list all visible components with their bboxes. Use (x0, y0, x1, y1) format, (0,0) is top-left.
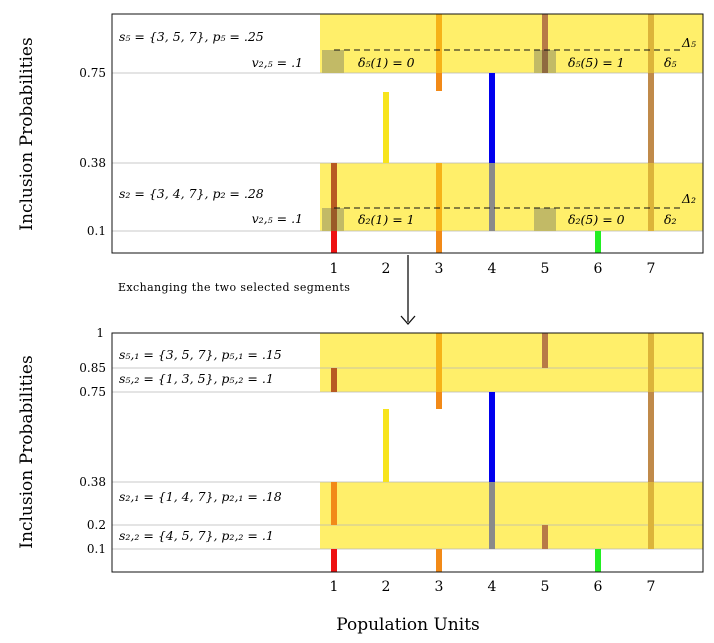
top-xtick-6: 6 (594, 261, 603, 277)
bottom-ytick-1: 1 (96, 326, 104, 340)
top-unit2-bar (383, 92, 389, 163)
bottom-unit7-bar-s5 (648, 333, 654, 392)
top-xtick-3: 3 (435, 261, 444, 277)
top-panel: 0.75 0.38 0.1 s₅ = {3, 5, 7}, p₅ = .25 v… (17, 13, 704, 277)
bottom-band-s2 (320, 482, 703, 549)
bottom-unit1-bar-low (331, 549, 337, 572)
bottom-unit7-bar-s2 (648, 482, 654, 549)
top-v-upper: v₂,₅ = .1 (252, 55, 303, 70)
bottom-xtick-1: 1 (330, 579, 339, 595)
top-delta5-tag: δ₅ (664, 55, 677, 70)
bottom-ytick-01: 0.1 (87, 542, 106, 556)
top-unit3-bar-s5 (436, 14, 442, 73)
top-unit5-overlay-s5 (542, 50, 548, 73)
bottom-unit3-bar-s5 (436, 333, 442, 392)
top-delta5-1: δ₅(1) = 0 (358, 55, 415, 70)
top-unit3-bar-low (436, 231, 442, 253)
top-s2-label: s₂ = {3, 4, 7}, p₂ = .28 (119, 186, 264, 201)
bottom-unit1-bar-s52 (331, 368, 337, 392)
bottom-unit1-bar-s21 (331, 482, 337, 525)
top-unit3-bar-s2 (436, 163, 442, 231)
top-delta2-1: δ₂(1) = 1 (358, 212, 415, 227)
bottom-ytick-085: 0.85 (79, 361, 106, 375)
bottom-ytick-02: 0.2 (87, 518, 106, 532)
top-unit1-bar-upper (331, 163, 337, 231)
top-unit5-bar-s5 (542, 14, 548, 73)
bottom-unit4-bar-s2 (489, 482, 495, 549)
top-ytick-075: 0.75 (79, 66, 106, 80)
top-unit4-bar-s2 (489, 163, 495, 231)
bottom-panel: 1 0.85 0.75 0.38 0.2 0.1 s₅,₁ = {3, 5, 7… (17, 326, 704, 595)
top-v-lower: v₂,₅ = .1 (252, 211, 303, 226)
top-band-s2 (320, 163, 703, 231)
top-xtick-5: 5 (541, 261, 550, 277)
top-unit7-bar-s2 (648, 163, 654, 231)
transition-arrow-head (400, 315, 416, 325)
bottom-unit3-bar-low (436, 549, 442, 572)
top-delta5-box-unit1 (322, 50, 344, 73)
top-frame (111, 13, 704, 254)
top-ytick-038: 0.38 (79, 156, 106, 170)
bottom-ytick-075: 0.75 (79, 385, 106, 399)
bottom-xtick-7: 7 (647, 579, 656, 595)
top-xtick-7: 7 (647, 261, 656, 277)
transition-label: Exchanging the two selected segments (118, 281, 350, 294)
transition: Exchanging the two selected segments (118, 255, 416, 325)
top-ylabel: Inclusion Probabilities (17, 37, 37, 230)
top-unit6-bar (595, 231, 601, 253)
top-unit4-bar (489, 73, 495, 163)
top-unit1-bar-lower (331, 231, 337, 253)
bottom-xtick-6: 6 (594, 579, 603, 595)
top-band-s5 (320, 14, 703, 73)
bottom-xtick-4: 4 (488, 579, 497, 595)
bottom-unit7-bar-mid (648, 392, 654, 482)
top-xtick-4: 4 (488, 261, 497, 277)
bottom-unit2-bar (383, 409, 389, 482)
top-delta5-5: δ₅(5) = 1 (568, 55, 625, 70)
top-Delta5: Δ₅ (681, 35, 696, 50)
bottom-unit5-bar-s51 (542, 333, 548, 368)
bottom-s51-label: s₅,₁ = {3, 5, 7}, p₅,₁ = .15 (119, 347, 282, 362)
bottom-unit6-bar (595, 549, 601, 572)
top-xtick-1: 1 (330, 261, 339, 277)
x-axis-label: Population Units (336, 615, 480, 635)
top-Delta2: Δ₂ (681, 191, 696, 206)
bottom-xtick-5: 5 (541, 579, 550, 595)
bottom-ytick-038: 0.38 (79, 475, 106, 489)
bottom-unit4-bar (489, 392, 495, 482)
bottom-s52-label: s₅,₂ = {1, 3, 5}, p₅,₂ = .1 (119, 371, 274, 386)
top-unit3-bar-mid (436, 73, 442, 91)
bottom-unit5-bar-s22 (542, 525, 548, 549)
top-delta2-5: δ₂(5) = 0 (568, 212, 625, 227)
bottom-s22-label: s₂,₂ = {4, 5, 7}, p₂,₂ = .1 (119, 528, 274, 543)
bottom-band-s5 (320, 333, 703, 392)
bottom-ylabel: Inclusion Probabilities (17, 355, 37, 548)
top-s5-label: s₅ = {3, 5, 7}, p₅ = .25 (119, 29, 264, 44)
top-delta2-tag: δ₂ (664, 212, 677, 227)
bottom-s21-label: s₂,₁ = {1, 4, 7}, p₂,₁ = .18 (119, 489, 282, 504)
top-unit7-bar-mid (648, 73, 654, 163)
bottom-frame (111, 332, 704, 573)
bottom-xtick-2: 2 (382, 579, 391, 595)
bottom-xtick-3: 3 (435, 579, 444, 595)
bottom-unit3-bar-mid (436, 392, 442, 409)
top-delta2-box-unit5 (534, 208, 556, 231)
top-unit7-bar-s5 (648, 14, 654, 73)
top-ytick-01: 0.1 (87, 224, 106, 238)
top-xtick-2: 2 (382, 261, 391, 277)
top-unit1-overlay-s2 (331, 208, 337, 231)
